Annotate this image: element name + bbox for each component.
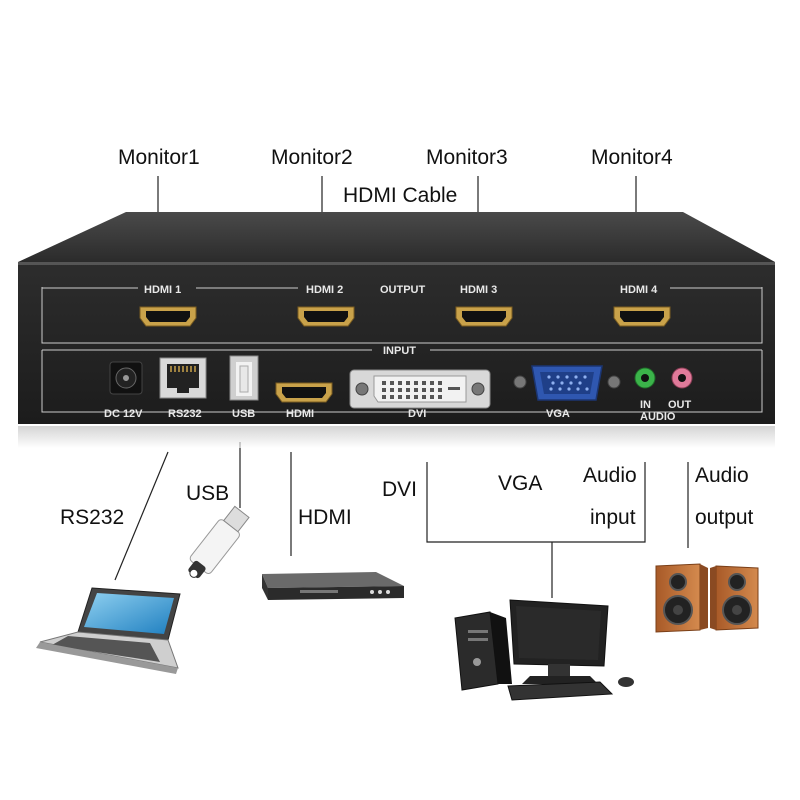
- audio-input-label-1: Audio: [583, 464, 637, 487]
- hdmi-cable-label: HDMI Cable: [343, 184, 457, 207]
- panel-audio-label: AUDIO: [640, 411, 676, 423]
- dc-power-jack: [109, 361, 143, 395]
- usb-port: [229, 355, 259, 401]
- hdmi2-port: [297, 306, 355, 327]
- output-frame: [41, 287, 763, 344]
- rs232-line: [114, 451, 169, 581]
- monitor2-label: Monitor2: [271, 146, 353, 169]
- panel-rs232-label: RS232: [168, 408, 202, 420]
- speakers-illustration: [655, 563, 759, 633]
- monitor1-label: Monitor1: [118, 146, 200, 169]
- video-wall-controller: HDMI 1 HDMI 2 OUTPUT HDMI 3 HDMI 4 INPUT: [18, 212, 775, 424]
- audio-out-jack: [671, 367, 693, 389]
- panel-dvi-label: DVI: [408, 408, 426, 420]
- audio-input-label-2: input: [590, 506, 636, 529]
- rs232-port: [159, 357, 207, 399]
- hdmi-label: HDMI: [298, 506, 352, 529]
- speaker-right: [710, 565, 759, 631]
- desktop-pc-illustration: [454, 599, 634, 701]
- dvi-label: DVI: [382, 478, 417, 501]
- panel-input-label: INPUT: [383, 345, 416, 357]
- hdmi4-port: [613, 306, 671, 327]
- panel-output-label: OUTPUT: [380, 284, 426, 296]
- audio-in-jack: [634, 367, 656, 389]
- panel-hdmi3-label: HDMI 3: [460, 284, 497, 296]
- dvd-player-illustration: [262, 572, 404, 600]
- vga-port: [513, 365, 621, 401]
- monitor3-label: Monitor3: [426, 146, 508, 169]
- panel-hdmi-label: HDMI: [286, 408, 314, 420]
- speaker-left: [655, 563, 708, 633]
- callout-lines: [114, 176, 689, 598]
- audio-output-label-1: Audio: [695, 464, 749, 487]
- hdmi-input-port: [275, 382, 333, 403]
- laptop-illustration: [36, 587, 181, 674]
- panel-hdmi2-label: HDMI 2: [306, 284, 343, 296]
- hdmi3-port: [455, 306, 513, 327]
- panel-hdmi4-label: HDMI 4: [620, 284, 658, 296]
- dvi-audio-bracket: [426, 462, 646, 543]
- chassis-edge: [18, 262, 775, 265]
- usb-label: USB: [186, 482, 229, 505]
- chassis-reflection: [18, 426, 775, 448]
- panel-out-label: OUT: [668, 399, 692, 411]
- usb-stick-illustration: [188, 505, 250, 579]
- panel-in-label: IN: [640, 399, 651, 411]
- panel-hdmi1-label: HDMI 1: [144, 284, 181, 296]
- input-frame: [41, 350, 763, 413]
- monitor4-label: Monitor4: [591, 146, 673, 169]
- panel-usb-label: USB: [232, 408, 255, 420]
- rs232-label: RS232: [60, 506, 124, 529]
- chassis-top: [18, 212, 775, 262]
- panel-vga-label: VGA: [546, 408, 570, 420]
- vga-label: VGA: [498, 472, 542, 495]
- callout-labels: Monitor1 Monitor2 Monitor3 Monitor4 HDMI…: [60, 146, 754, 529]
- audio-output-label-2: output: [695, 506, 754, 529]
- dvi-port: [349, 369, 491, 409]
- hdmi1-port: [139, 306, 197, 327]
- panel-dc12v-label: DC 12V: [104, 408, 143, 420]
